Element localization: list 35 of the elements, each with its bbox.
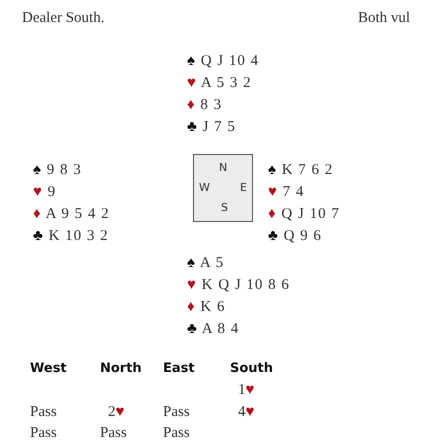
card-holding: ♥ A 5 3 2	[187, 74, 252, 92]
card-holding: ♥ 7 4	[268, 183, 304, 201]
bid: Pass	[30, 424, 57, 440]
bid: 4♥	[238, 403, 254, 421]
bid: Pass	[100, 424, 127, 440]
card-holding: ♠ 9 8 3	[33, 161, 82, 179]
column-heading: East	[163, 360, 195, 378]
compass-box	[193, 154, 253, 222]
card-holding: ♥ 9	[33, 183, 56, 201]
card-holding: ♦ A 9 5 4 2	[33, 205, 110, 223]
card-holding: ♠ K 7 6 2	[268, 161, 334, 179]
card-holding: ♥ K Q J 10 8 6	[187, 276, 290, 294]
card-holding: ♣ Q 9 6	[268, 227, 322, 245]
card-holding: ♣ J 7 5	[187, 118, 236, 136]
compass-letter: S	[221, 201, 228, 214]
card-holding: ♣ K 10 3 2	[33, 227, 109, 245]
compass-letter: N	[219, 161, 228, 174]
compass-letter: E	[240, 181, 247, 194]
column-heading: North	[100, 360, 142, 378]
card-holding: ♣ A 8 4	[187, 320, 240, 338]
heading-text: Both vul	[358, 9, 410, 27]
bid: Pass	[163, 403, 190, 421]
bid: Pass	[163, 424, 190, 440]
bid: Pass	[30, 403, 57, 421]
column-heading: West	[30, 360, 67, 378]
heading-text: Dealer South.	[22, 9, 104, 27]
card-holding: ♦ 8 3	[187, 96, 222, 114]
card-holding: ♦ Q J 10 7	[268, 205, 340, 223]
bid: 2♥	[108, 403, 124, 421]
compass-letter: W	[199, 181, 210, 194]
bid: 1♥	[238, 381, 254, 399]
card-holding: ♠ Q J 10 4	[187, 52, 260, 70]
card-holding: ♠ A 5	[187, 254, 224, 272]
column-heading: South	[230, 360, 274, 378]
card-holding: ♦ K 6	[187, 298, 226, 316]
